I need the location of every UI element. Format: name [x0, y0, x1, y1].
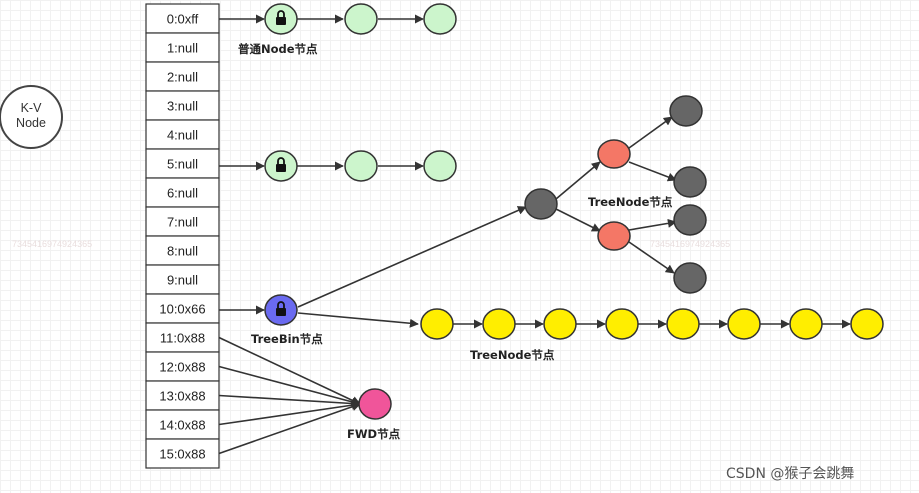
table-cell-label-13: 13:0x88: [159, 389, 205, 404]
table-cell-label-11: 11:0x88: [160, 331, 205, 346]
treenode-list-node-4: [666, 308, 700, 340]
normal-node-row5-2: [344, 150, 378, 182]
label-treebin: TreeBin节点: [251, 332, 323, 346]
edge-tree-red2-gray3: [628, 218, 677, 231]
watermark-right: 7345416974924365: [650, 239, 730, 249]
nodes: [264, 3, 884, 420]
treenode-list-node-3: [605, 308, 639, 340]
tree-red-node-1: [597, 139, 631, 169]
edge-tree-root-red2: [555, 208, 601, 232]
table-cell-label-4: 4:null: [167, 128, 198, 143]
kv-node-legend-line2: Node: [16, 116, 46, 130]
table-cell-label-7: 7:null: [167, 215, 198, 230]
table-cell-label-10: 10:0x66: [159, 302, 205, 317]
table-cell-label-0: 0:0xff: [167, 12, 199, 27]
credit-text: CSDN @猴子会跳舞: [726, 466, 854, 482]
watermark-left: 7345416974924365: [12, 239, 92, 249]
treenode-list-node-5: [727, 308, 761, 340]
edge-tree-red1-gray1: [628, 116, 673, 149]
table-cell-label-14: 14:0x88: [159, 418, 205, 433]
edge-row11-to-fwd: [218, 336, 361, 405]
edge-tree-root-red1: [555, 161, 601, 200]
table-cell-3: [145, 90, 220, 121]
normal-node-row0-2: [344, 3, 378, 35]
tree-gray-node-4: [673, 262, 707, 294]
treenode-list-node-6: [789, 308, 823, 340]
edge-treebin-to-tree: [297, 206, 527, 308]
table-cell-label-1: 1:null: [167, 41, 198, 56]
treenode-list-node-2: [543, 308, 577, 340]
table-cell-label-8: 8:null: [167, 244, 198, 259]
hash-table: 0:0xff 1:null 2:null 3:null 4:null 5:null 6:nu…: [145, 3, 220, 469]
table-cell-label-9: 9:null: [167, 273, 198, 288]
table-cell-8: [145, 235, 220, 266]
table-cell-label-5: 5:null: [167, 157, 198, 172]
edges: [218, 14, 851, 455]
table-cell-11: [145, 322, 220, 353]
table-cell-14: [145, 409, 220, 440]
edge-tree-red1-gray2: [628, 161, 677, 182]
tree-gray-node-1: [669, 95, 703, 127]
tree-root-node: [524, 188, 558, 220]
treenode-list-node-1: [482, 308, 516, 340]
tree-gray-node-2: [673, 166, 707, 198]
edge-tree-red2-gray4: [628, 241, 675, 274]
edge-row14-to-fwd: [218, 400, 361, 426]
treenode-list-node-0: [420, 308, 454, 340]
tree-gray-node-3: [673, 204, 707, 236]
tree-red-node-2: [597, 221, 631, 251]
table-cell-label-15: 15:0x88: [159, 447, 205, 462]
edge-treebin-to-list: [297, 312, 419, 328]
label-treenode-upper: TreeNode节点: [588, 195, 673, 209]
kv-node-legend: K-V Node: [0, 85, 63, 149]
edge-row12-to-fwd: [218, 365, 361, 407]
edge-row15-to-fwd: [218, 402, 361, 455]
normal-node-row5-3: [423, 150, 457, 182]
table-cell-label-3: 3:null: [167, 99, 198, 114]
fwd-node: [358, 388, 392, 420]
table-cell-10: [145, 293, 220, 324]
table-cell-label-12: 12:0x88: [159, 360, 205, 375]
table-cell-label-6: 6:null: [167, 186, 198, 201]
label-normal-node: 普通Node节点: [238, 42, 318, 56]
table-cell-2: [145, 61, 220, 92]
label-fwd: FWD节点: [347, 427, 401, 441]
table-cell-7: [145, 206, 220, 237]
kv-node-legend-line1: K-V: [21, 101, 43, 115]
treenode-list-node-7: [850, 308, 884, 340]
edge-row13-to-fwd: [218, 394, 361, 409]
table-cell-label-2: 2:null: [167, 70, 198, 85]
table-cell-5: [145, 148, 220, 179]
table-cell-6: [145, 177, 220, 208]
normal-node-row0-3: [423, 3, 457, 35]
label-treenode-lower: TreeNode节点: [470, 348, 555, 362]
